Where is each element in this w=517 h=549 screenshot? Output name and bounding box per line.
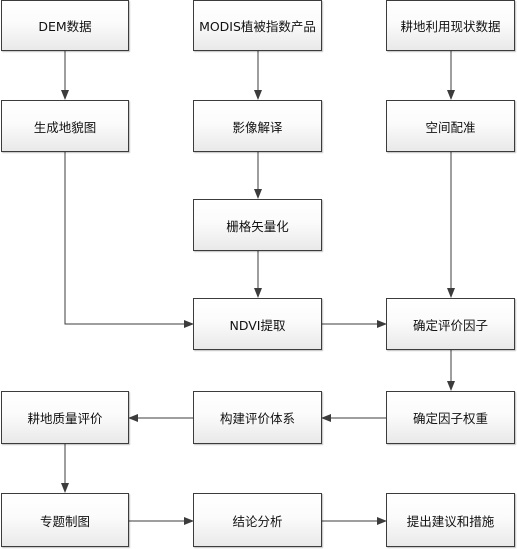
node-dem-data: DEM数据: [1, 0, 129, 51]
node-recommendations: 提出建议和措施: [386, 493, 515, 547]
arrow-geomorphology-to-ndvi: [64, 152, 194, 328]
node-conclusion-analysis: 结论分析: [193, 493, 322, 547]
node-modis-ndvi-product: MODIS植被指数产品: [193, 0, 322, 51]
node-raster-vectorization: 栅格矢量化: [193, 199, 322, 251]
node-thematic-mapping: 专题制图: [1, 493, 129, 547]
node-farmland-status-data: 耕地利用现状数据: [386, 0, 515, 51]
node-determine-factor-weights: 确定因子权重: [386, 391, 515, 444]
node-spatial-registration: 空间配准: [386, 100, 515, 152]
node-build-eval-system: 构建评价体系: [193, 391, 322, 444]
node-image-interpretation: 影像解译: [193, 100, 322, 152]
node-geomorphology-map: 生成地貌图: [1, 100, 129, 152]
node-farmland-quality-eval: 耕地质量评价: [1, 391, 129, 444]
node-determine-factors: 确定评价因子: [386, 298, 515, 350]
node-ndvi-extraction: NDVI提取: [193, 298, 322, 350]
